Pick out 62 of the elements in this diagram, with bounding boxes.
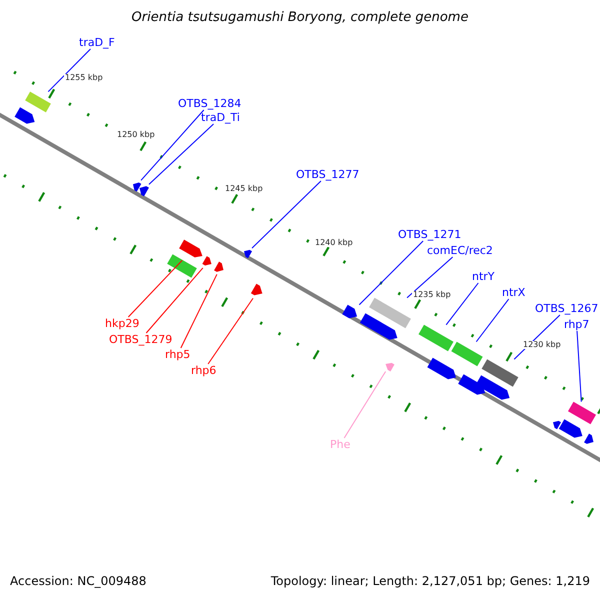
gene-feature [140,186,149,196]
gene-label: OTBS_1284 [177,97,242,110]
gene-feature [584,434,594,444]
genome-summary-text: Topology: linear; Length: 2,127,051 bp; Genes: 1,219 [270,575,590,587]
leader-line [576,330,582,402]
gene-feature [458,374,486,395]
leader-line [180,274,218,348]
gene-feature [476,375,510,400]
gene-feature [427,358,456,380]
gene-label: ntrX [501,286,526,299]
gene-label: OTBS_1279 [108,333,174,346]
gene-feature [14,107,35,124]
gene-feature [386,362,394,372]
leader-line [252,180,322,249]
leader-line [446,282,479,326]
gene-box [482,359,518,387]
gene-feature [202,256,212,266]
gene-label: traD_Ti [200,111,241,124]
tick-label: 1250 kbp [116,131,156,139]
gene-label: rhp5 [164,348,192,361]
leader-line [208,298,254,364]
gene-label: OTBS_1271 [397,228,462,241]
gene-feature [250,284,262,296]
gene-label: rhp6 [190,364,218,377]
leader-line [344,370,386,438]
gene-label: comEC/rec2 [426,244,494,257]
gene-label: rhp7 [563,318,590,331]
title: Orientia tsutsugamushi Boryong, complete genome [130,11,470,24]
gene-label: traD_F [78,36,116,49]
gene-label: Phe [329,438,352,451]
gene-box [451,342,483,366]
gene-box [25,92,51,112]
leader-line [148,124,214,185]
leader-line [358,240,424,306]
leader-line [48,48,91,92]
tick-label: 1230 kbp [522,341,562,349]
leader-line [128,260,183,318]
leader-line [140,110,204,181]
gene-feature [179,240,202,258]
tick-label: 1240 kbp [314,239,354,247]
gene-feature [342,304,358,318]
gene-feature [558,419,582,438]
gene-box [369,298,411,328]
tick-label: 1235 kbp [412,291,452,299]
gene-box [167,254,197,278]
tick-label: 1255 kbp [64,74,104,82]
gene-feature [552,420,562,430]
leader-line [476,298,510,342]
gene-label: hkp29 [104,317,140,330]
gene-label: ntrY [471,270,496,283]
leader-line [146,267,204,334]
gene-feature [360,313,398,340]
tick-label: 1245 kbp [224,185,264,193]
gene-label: OTBS_1277 [295,168,360,181]
gene-feature [244,250,252,258]
gene-feature [132,182,142,192]
gene-box [568,402,596,424]
accession-text: Accession: NC_009488 [10,575,146,587]
gene-box [418,324,454,352]
gene-feature [214,262,224,272]
gene-label: OTBS_1267 [534,302,600,315]
leader-line [406,256,454,298]
